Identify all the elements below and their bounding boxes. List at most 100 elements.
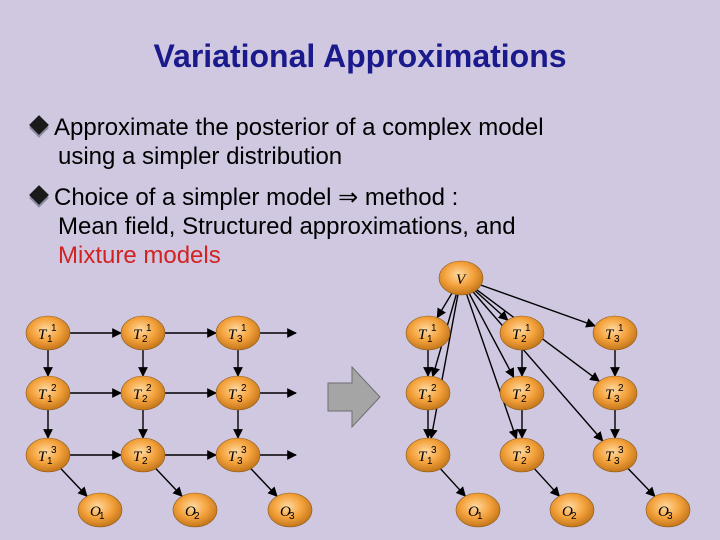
svg-text:3: 3 <box>237 334 243 345</box>
svg-text:3: 3 <box>146 445 152 456</box>
svg-text:3: 3 <box>241 445 247 456</box>
left-node-t3-2-label: T <box>228 387 238 403</box>
mixture-edge <box>480 284 596 328</box>
left-node-t2-1-label: T <box>133 327 143 343</box>
right-node-t2-1-label: T <box>512 327 522 343</box>
right-node-o1: O1 <box>455 492 501 528</box>
svg-text:1: 1 <box>431 323 437 334</box>
mixture-node-v-label: V <box>456 272 467 288</box>
left-node-o2: O2 <box>172 492 218 528</box>
bullet-2-line-2: Mean field, Structured approximations, a… <box>58 213 516 240</box>
bullet-2: Choice of a simpler model ⇒ method : Mea… <box>29 183 516 270</box>
svg-text:3: 3 <box>51 445 57 456</box>
bullet-1-line-2: using a simpler distribution <box>58 143 343 170</box>
right-node-t3-2-label: T <box>605 387 615 403</box>
mixture-node-v: V <box>438 260 484 296</box>
svg-text:1: 1 <box>618 323 624 334</box>
svg-text:3: 3 <box>618 445 624 456</box>
svg-text:1: 1 <box>525 323 531 334</box>
svg-text:1: 1 <box>99 511 105 522</box>
svg-text:2: 2 <box>521 334 527 345</box>
left-edge-obs <box>250 468 278 497</box>
mixture-edge <box>427 294 459 440</box>
svg-text:3: 3 <box>289 511 295 522</box>
right-node-o2: O2 <box>549 492 595 528</box>
left-node-o1: O1 <box>77 492 123 528</box>
svg-text:2: 2 <box>194 511 200 522</box>
svg-text:1: 1 <box>427 394 433 405</box>
svg-text:2: 2 <box>142 394 148 405</box>
right-node-t3-3-label: T <box>605 449 615 465</box>
left-node-o3: O3 <box>267 492 313 528</box>
svg-text:3: 3 <box>525 445 531 456</box>
right-node-o2-label: O <box>562 504 573 520</box>
svg-text:1: 1 <box>47 394 53 405</box>
svg-text:2: 2 <box>571 511 577 522</box>
svg-text:1: 1 <box>427 334 433 345</box>
edge-layer <box>43 284 656 498</box>
left-node-t2-3-label: T <box>133 449 143 465</box>
left-node-t3-1-label: T <box>228 327 238 343</box>
bullet-2-line-1: Choice of a simpler model ⇒ method : <box>54 184 459 211</box>
right-node-o3-label: O <box>658 504 669 520</box>
svg-text:2: 2 <box>146 383 152 394</box>
mixture-edge <box>468 293 515 379</box>
right-node-t1-2-label: T <box>418 387 428 403</box>
left-node-t1-1-label: T <box>38 327 48 343</box>
right-node-t2-3-label: T <box>512 449 522 465</box>
right-edge-obs <box>627 468 656 498</box>
svg-text:2: 2 <box>142 334 148 345</box>
svg-text:1: 1 <box>47 456 53 467</box>
right-node-t2-2-label: T <box>512 387 522 403</box>
bullet-1-line-1: Approximate the posterior of a complex m… <box>54 114 544 141</box>
bullet-2-line-3: Mixture models <box>58 242 221 269</box>
svg-text:1: 1 <box>51 323 57 334</box>
svg-text:1: 1 <box>47 334 53 345</box>
svg-text:1: 1 <box>146 323 152 334</box>
svg-text:1: 1 <box>241 323 247 334</box>
left-node-o3-label: O <box>280 504 291 520</box>
right-node-t3-1-label: T <box>605 327 615 343</box>
svg-text:2: 2 <box>521 456 527 467</box>
left-node-t3-3-label: T <box>228 449 238 465</box>
svg-text:3: 3 <box>431 445 437 456</box>
block-right-arrow-icon <box>327 365 381 429</box>
right-node-t1-1-label: T <box>418 327 428 343</box>
svg-text:3: 3 <box>614 456 620 467</box>
svg-text:3: 3 <box>614 394 620 405</box>
svg-text:1: 1 <box>477 511 483 522</box>
mixture-edge <box>436 293 453 319</box>
left-edge-obs <box>60 468 88 497</box>
svg-text:2: 2 <box>142 456 148 467</box>
mixture-edge <box>474 290 509 321</box>
svg-text:2: 2 <box>618 383 624 394</box>
left-edge-obs <box>155 468 183 497</box>
left-node-t1-2-label: T <box>38 387 48 403</box>
right-node-o3: O3 <box>645 492 691 528</box>
right-node-o1-label: O <box>468 504 479 520</box>
right-edge-obs <box>534 468 561 497</box>
left-node-t2-2-label: T <box>133 387 143 403</box>
mixture-edge <box>465 294 519 440</box>
svg-text:3: 3 <box>614 334 620 345</box>
left-node-o2-label: O <box>185 504 196 520</box>
svg-text:2: 2 <box>241 383 247 394</box>
svg-text:1: 1 <box>427 456 433 467</box>
